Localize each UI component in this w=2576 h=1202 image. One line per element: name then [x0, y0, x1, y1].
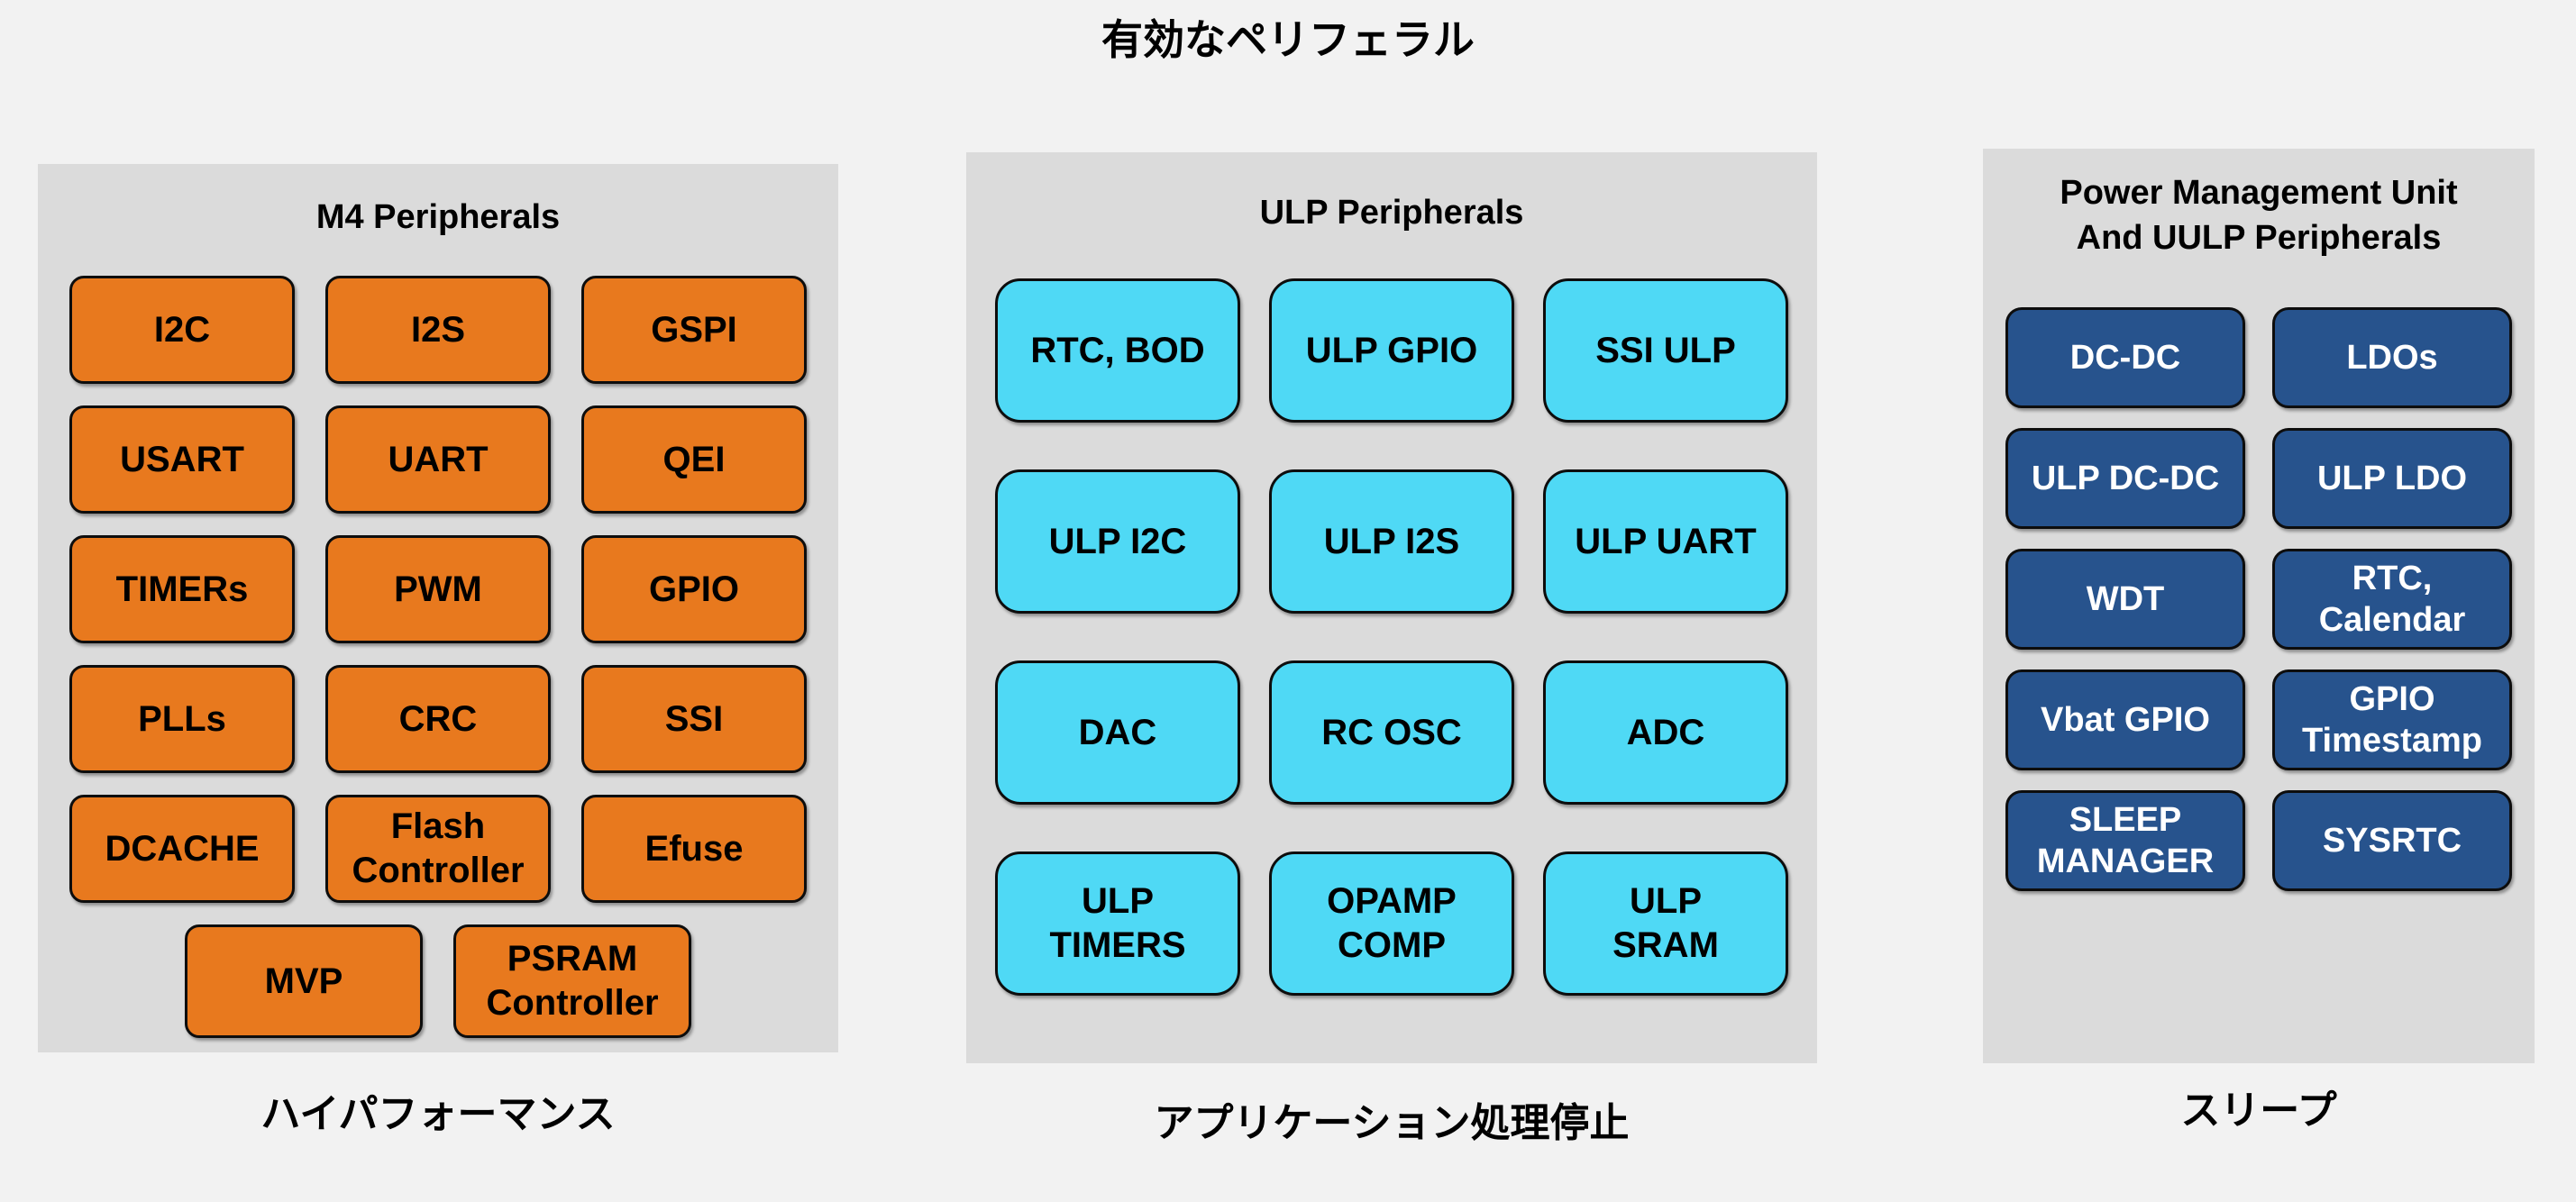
- peripheral-box-label: PWM: [394, 569, 482, 609]
- peripheral-box-label: DC-DC: [2069, 339, 2181, 378]
- panel-pmu-title: Power Management Unit And UULP Periphera…: [2060, 174, 2458, 258]
- peripheral-box: RC OSC: [1269, 660, 1514, 806]
- peripheral-box: Efuse: [581, 795, 807, 904]
- peripheral-box: SSI ULP: [1543, 278, 1788, 423]
- peripheral-box-label: DAC: [1078, 712, 1157, 752]
- peripheral-box: PSRAM Controller: [453, 924, 691, 1039]
- peripheral-box: MVP: [185, 924, 423, 1039]
- peripheral-box: I2C: [69, 276, 295, 385]
- peripheral-box: ULP I2C: [995, 469, 1240, 615]
- peripheral-box: PLLs: [69, 665, 295, 774]
- panel-ulp-box-grid: RTC, BOD ULP GPIO SSI ULP ULP I2C ULP I2S ULP…: [995, 278, 1788, 997]
- peripheral-box-label: ULP GPIO: [1305, 330, 1478, 370]
- peripheral-box: DAC: [995, 660, 1240, 806]
- panel-ulp-peripherals: ULP Peripherals RTC, BOD ULP GPIO SSI ULP U…: [966, 152, 1817, 1063]
- peripheral-box: ULP GPIO: [1269, 278, 1514, 423]
- peripheral-box-label: SSI ULP: [1595, 330, 1736, 370]
- peripheral-box-label: USART: [120, 439, 244, 479]
- peripheral-box-label: LDOs: [2346, 339, 2438, 378]
- peripheral-box-label: DCACHE: [105, 828, 260, 869]
- panel-pmu-uulp-peripherals: Power Management Unit And UULP Periphera…: [1983, 149, 2535, 1063]
- peripheral-box: Vbat GPIO: [2005, 669, 2245, 771]
- peripheral-box-label: ULP UART: [1575, 521, 1757, 561]
- peripheral-box-label: MVP: [264, 961, 343, 1001]
- peripheral-box: USART: [69, 405, 295, 514]
- peripheral-box-label: RTC, Calendar: [2318, 559, 2466, 640]
- panel-ulp-title: ULP Peripherals: [1259, 194, 1524, 232]
- peripheral-box: SLEEP MANAGER: [2005, 790, 2245, 892]
- peripheral-box: SSI: [581, 665, 807, 774]
- peripheral-box: DCACHE: [69, 795, 295, 904]
- panel-m4-footer-row: MVP PSRAM Controller: [69, 924, 807, 1039]
- peripheral-box: WDT: [2005, 549, 2245, 651]
- peripheral-box-label: GPIO: [648, 569, 740, 609]
- peripheral-box: QEI: [581, 405, 807, 514]
- panel-m4-title: M4 Peripherals: [315, 198, 561, 236]
- peripheral-box-label: ULP I2S: [1323, 521, 1460, 561]
- peripheral-box: GPIO: [581, 535, 807, 644]
- page-title: 有効なペリフェラル: [1101, 16, 1475, 63]
- peripheral-box-label: PLLs: [138, 698, 226, 739]
- peripheral-box: I2S: [325, 276, 551, 385]
- peripheral-box-label: I2C: [153, 309, 211, 350]
- peripheral-box-label: OPAMP COMP: [1327, 881, 1457, 966]
- panel-m4-peripherals: M4 Peripherals I2C I2S GSPI USART UART QEI TIM…: [38, 164, 838, 1052]
- peripheral-box-label: PSRAM Controller: [486, 939, 659, 1024]
- peripheral-box-label: CRC: [398, 698, 478, 739]
- peripheral-box: RTC, BOD: [995, 278, 1240, 423]
- peripheral-box: CRC: [325, 665, 551, 774]
- peripheral-box-label: SSI: [664, 698, 724, 739]
- peripheral-box: TIMERs: [69, 535, 295, 644]
- peripheral-box: LDOs: [2272, 307, 2512, 409]
- peripheral-box-label: ULP I2C: [1048, 521, 1187, 561]
- peripheral-box: UART: [325, 405, 551, 514]
- peripheral-box: PWM: [325, 535, 551, 644]
- peripheral-box-label: GPIO Timestamp: [2302, 679, 2482, 760]
- peripheral-box: ULP DC-DC: [2005, 428, 2245, 530]
- peripheral-box: SYSRTC: [2272, 790, 2512, 892]
- caption-high-performance: ハイパフォーマンス: [260, 1092, 616, 1136]
- peripheral-box: ULP SRAM: [1543, 851, 1788, 997]
- peripheral-box-label: ULP SRAM: [1612, 881, 1719, 966]
- peripheral-box-label: WDT: [2086, 580, 2165, 619]
- peripheral-box: RTC, Calendar: [2272, 549, 2512, 651]
- peripheral-box-label: ADC: [1626, 712, 1705, 752]
- peripheral-box-label: Efuse: [644, 828, 744, 869]
- peripheral-box: DC-DC: [2005, 307, 2245, 409]
- peripheral-box-label: I2S: [410, 309, 466, 350]
- peripheral-box-label: Vbat GPIO: [2041, 701, 2210, 740]
- caption-application-processing-stopped: アプリケーション処理停止: [1154, 1101, 1630, 1145]
- peripheral-box-label: GSPI: [651, 309, 737, 350]
- peripheral-box: ULP LDO: [2272, 428, 2512, 530]
- peripheral-box-label: RTC, BOD: [1030, 330, 1205, 370]
- caption-sleep: スリープ: [2180, 1088, 2337, 1133]
- peripheral-box: ULP TIMERS: [995, 851, 1240, 997]
- peripheral-box-label: Flash Controller: [352, 806, 525, 891]
- peripheral-box-label: TIMERs: [115, 569, 249, 609]
- peripheral-box-label: UART: [388, 439, 489, 479]
- peripheral-box-label: SLEEP MANAGER: [2036, 800, 2215, 881]
- peripheral-box-label: ULP TIMERS: [1049, 881, 1186, 966]
- peripheral-box: Flash Controller: [325, 795, 551, 904]
- peripheral-box-label: QEI: [662, 439, 726, 479]
- peripheral-box-label: ULP DC-DC: [2031, 460, 2220, 498]
- peripheral-box: ULP UART: [1543, 469, 1788, 615]
- peripheral-box: ADC: [1543, 660, 1788, 806]
- peripheral-box: GSPI: [581, 276, 807, 385]
- peripheral-box: ULP I2S: [1269, 469, 1514, 615]
- peripheral-box-label: ULP LDO: [2316, 460, 2468, 498]
- panel-m4-box-grid: I2C I2S GSPI USART UART QEI TIMERs PWM GPIO PLLs C…: [69, 276, 807, 904]
- peripheral-box-label: RC OSC: [1321, 712, 1462, 752]
- peripheral-box-label: SYSRTC: [2322, 822, 2462, 861]
- peripheral-box: GPIO Timestamp: [2272, 669, 2512, 771]
- peripheral-box: OPAMP COMP: [1269, 851, 1514, 997]
